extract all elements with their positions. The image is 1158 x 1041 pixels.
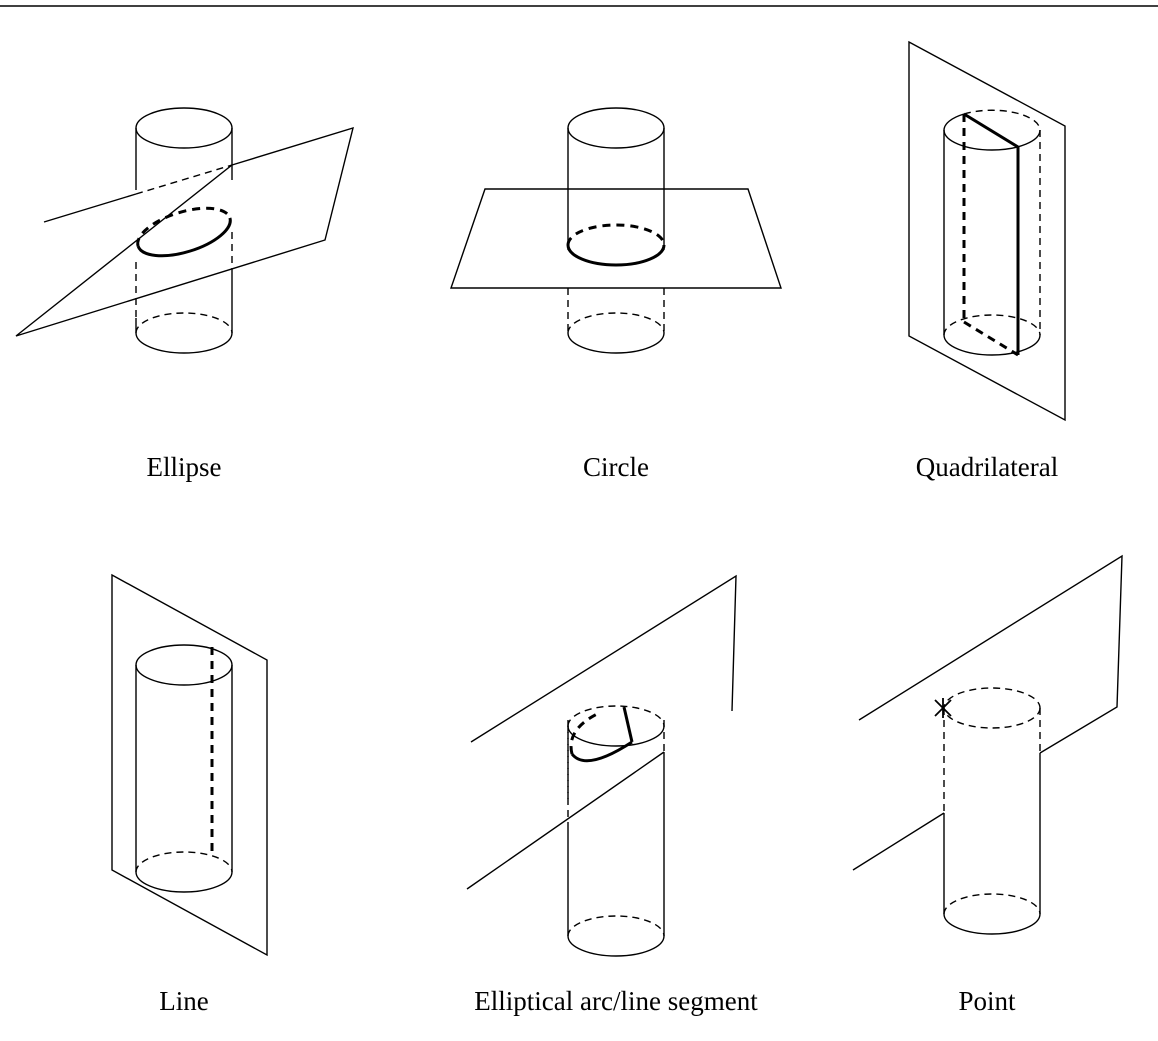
cutting-plane [15,126,354,337]
section-arc [570,740,633,763]
cylinder-top-ellipse [135,644,233,686]
cylinder-bottom-front [135,871,233,893]
caption-quadrilateral: Quadrilateral [916,452,1058,482]
caption-point: Point [958,986,1016,1016]
section-segment [622,706,634,743]
cylinder-top-back [567,705,665,727]
section-ellipse-front [136,217,232,258]
cylinder-bottom-back [943,893,1041,915]
section-edge-bottom [963,320,1019,357]
cylinder-bottom-back [135,312,233,334]
panel-arc-segment [466,574,737,957]
cylinder-bottom-front [943,913,1041,935]
panel-line [111,573,268,957]
caption-arc: Elliptical arc/line segment [474,986,758,1016]
section-circle-back [566,223,666,246]
cylinder-top-front [943,129,1041,151]
panel-circle [450,107,782,354]
panel-point [852,554,1123,935]
section-arc-hidden [569,712,598,755]
tangent-plane [111,573,268,957]
cutting-plane [852,554,1123,871]
cylinder-bottom-front [567,332,665,354]
panel-ellipse [15,107,354,354]
cylinder-bottom-back [943,314,1041,336]
caption-line: Line [159,986,208,1016]
cylinder-bottom-front [135,332,233,354]
cylinder-bottom-back [567,312,665,334]
caption-circle: Circle [583,452,649,482]
section-ellipse-back [136,206,232,247]
cutting-plane [908,40,1066,422]
cylinder-bottom-back [567,915,665,937]
cylinder-bottom-back [135,851,233,873]
cylinder-top-back-hidden [963,109,1041,131]
panel-quadrilateral [908,40,1066,422]
cylinder-top-ellipse [135,107,233,149]
cylinder-top-ellipse [943,687,1041,729]
section-edge-top [963,112,1019,149]
intersection-point-marker [934,698,952,718]
cutting-plane [466,574,737,890]
cylinder-top-front [567,725,665,747]
caption-ellipse: Ellipse [147,452,222,482]
cylinder-top-ellipse [567,107,665,149]
cutting-plane [450,188,782,289]
cylinder-top-back-visible [943,113,965,131]
section-circle-front [566,244,666,267]
cylinder-bottom-front [567,935,665,957]
cylinder-bottom-front [943,334,1041,356]
